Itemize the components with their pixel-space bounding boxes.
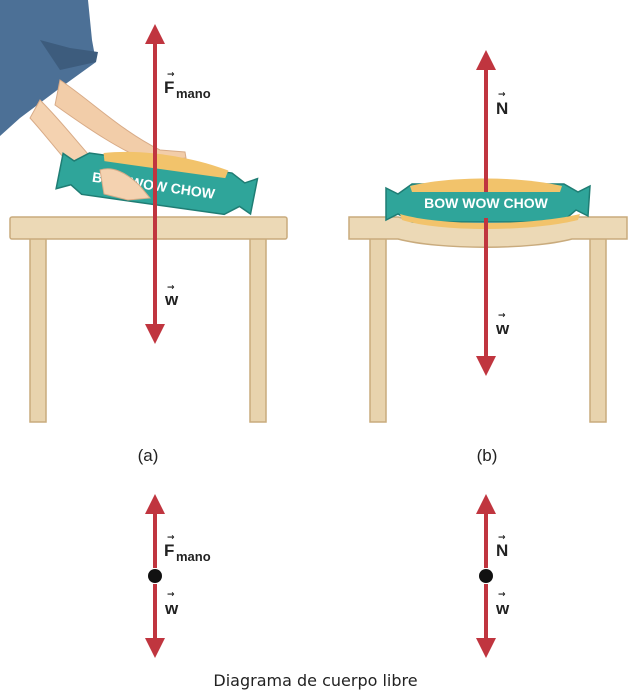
fbd-b: → N → w — [476, 494, 510, 658]
person-arms — [0, 0, 187, 201]
force-label-f-mano-a: → F mano — [164, 70, 211, 101]
fbd-label-weight-b: → w — [495, 590, 510, 618]
svg-text:→: → — [167, 533, 175, 543]
svg-text:→: → — [167, 283, 175, 293]
svg-text:mano: mano — [176, 549, 211, 564]
panel-a: BOW WOW CHOW → F mano → w (a) — [0, 0, 288, 465]
svg-text:→: → — [498, 590, 506, 600]
svg-text:N: N — [496, 541, 508, 560]
force-label-weight-a: → w — [164, 283, 179, 309]
svg-text:F: F — [164, 541, 174, 560]
svg-text:N: N — [496, 99, 508, 118]
hand — [99, 168, 151, 201]
panel-b: BOW WOW CHOW → N → w (b) — [348, 50, 628, 465]
svg-text:mano: mano — [176, 86, 211, 101]
svg-text:→: → — [167, 590, 175, 600]
force-label-normal-b: → N — [496, 90, 508, 118]
svg-text:→: → — [498, 311, 506, 321]
force-label-weight-b: → w — [495, 311, 510, 338]
svg-text:→: → — [498, 533, 506, 543]
svg-text:w: w — [164, 599, 179, 618]
fbd-label-weight-a: → w — [164, 590, 179, 618]
panel-label-a: (a) — [138, 446, 159, 465]
fbd-body-point-a — [148, 569, 162, 583]
fbd-body-point-b — [479, 569, 493, 583]
svg-text:w: w — [164, 290, 179, 309]
fbd-label-normal: → N — [496, 533, 508, 560]
dog-food-bag-b: BOW WOW CHOW — [385, 178, 591, 229]
svg-text:w: w — [495, 319, 510, 338]
fbd-label-f-mano: → F mano — [164, 533, 211, 564]
table-a — [9, 216, 288, 423]
fbd-a: → F mano → w — [145, 494, 211, 658]
panel-label-b: (b) — [477, 446, 498, 465]
svg-text:F: F — [164, 78, 174, 97]
figure-caption: Diagrama de cuerpo libre — [213, 671, 418, 690]
bag-label-b: BOW WOW CHOW — [424, 195, 548, 211]
svg-text:→: → — [167, 70, 175, 80]
svg-text:→: → — [498, 90, 506, 100]
svg-text:w: w — [495, 599, 510, 618]
